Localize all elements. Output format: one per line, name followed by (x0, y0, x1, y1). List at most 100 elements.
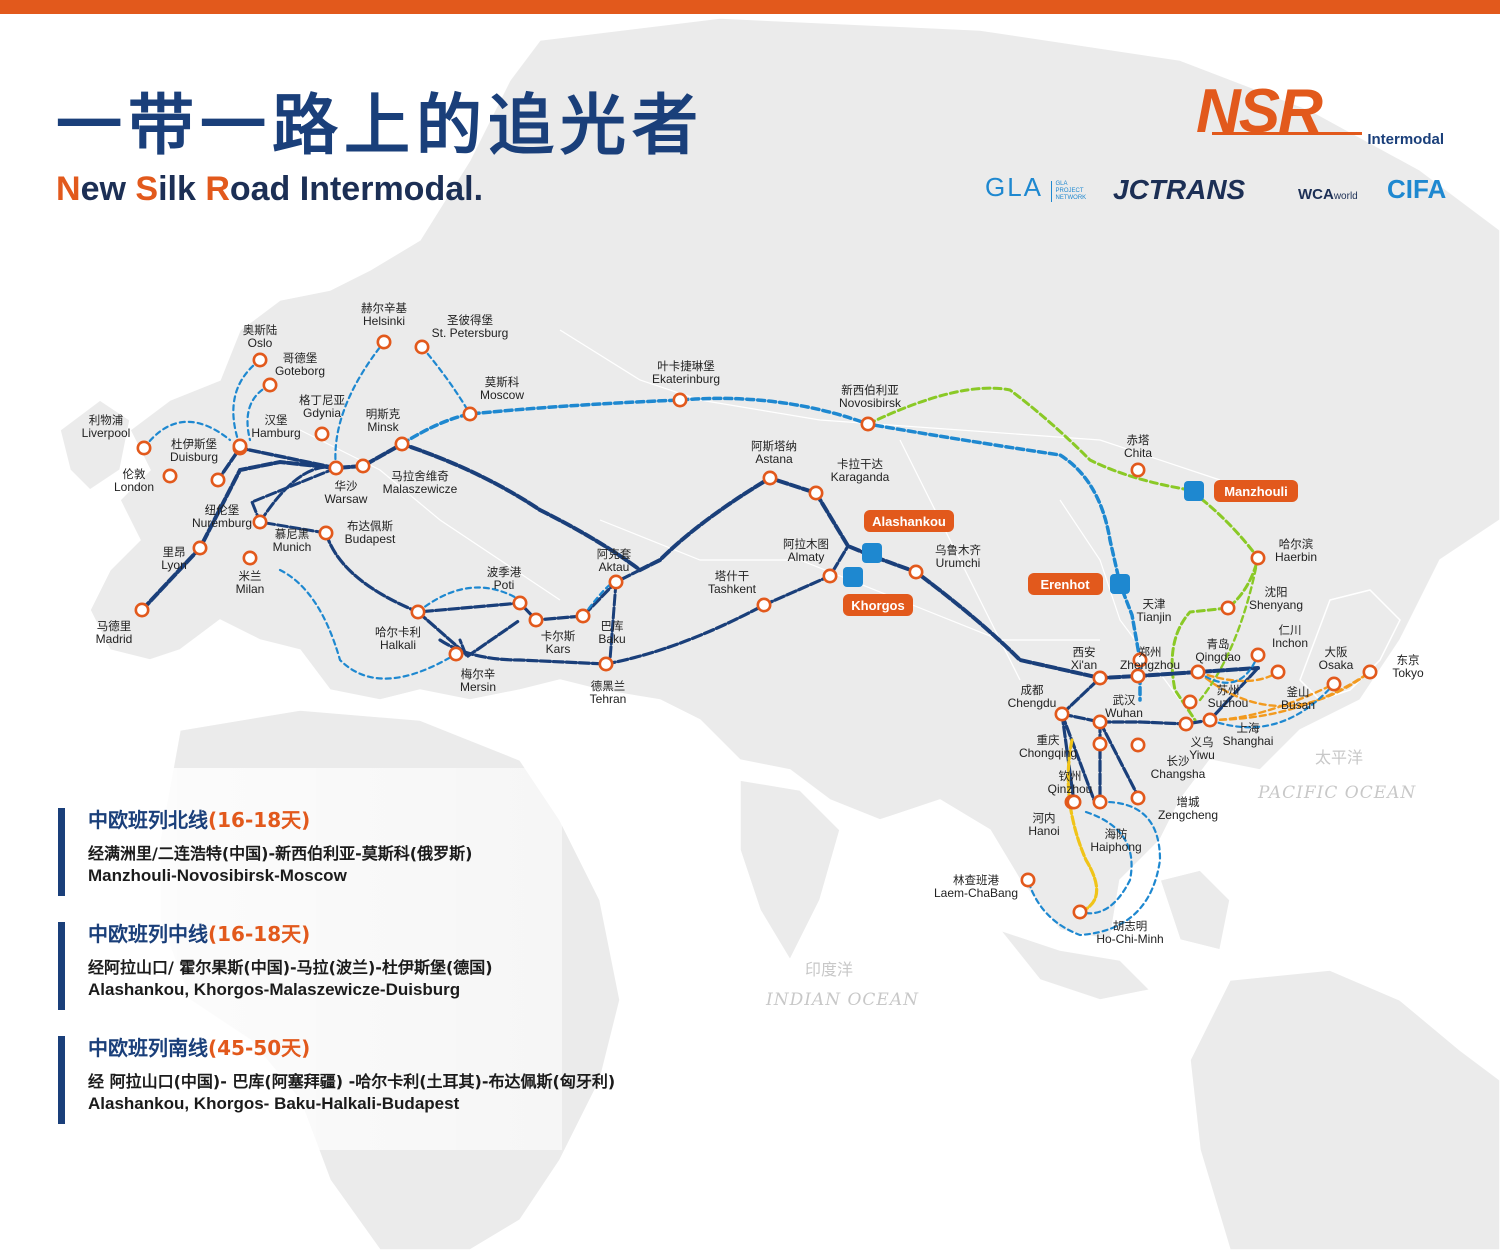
city-label-en: Urumchi (936, 556, 981, 570)
city-label-cn: 赫尔辛基 (361, 301, 407, 315)
nsr-logo: NSR Intermodal (1196, 78, 1444, 148)
city-label-en: Tashkent (708, 582, 757, 596)
city-label-en: Astana (755, 452, 793, 466)
city-label-en: Qinzhou (1048, 782, 1093, 796)
route-legend: 中欧班列北线(16-18天) 经满洲里/二连浩特(中国)-新西伯利亚-莫斯科(俄… (42, 768, 615, 1150)
city-label-cn: 武汉 (1113, 693, 1136, 707)
city-label-cn: 西安 (1073, 645, 1096, 659)
city-label-en: Qingdao (1195, 650, 1241, 664)
city-node (1178, 716, 1194, 732)
city-label-en: Suzhou (1208, 696, 1249, 710)
city-node (672, 392, 688, 408)
city-label-cn: 乌鲁木齐 (935, 543, 981, 557)
city-label-en: Oslo (248, 336, 273, 350)
city-label-en: London (114, 480, 154, 494)
city-label-cn: 仁川 (1279, 623, 1302, 637)
city-label-en: Shenyang (1249, 598, 1303, 612)
city-label-cn: 钦州 (1059, 769, 1082, 783)
city-label-cn: 波季港 (487, 565, 522, 579)
city-label-cn: 胡志明 (1113, 919, 1148, 933)
city-node (762, 470, 778, 486)
city-label-en: Malaszewicze (383, 482, 458, 496)
city-label-cn: 米兰 (239, 569, 262, 583)
city-label-cn: 明斯克 (366, 407, 401, 421)
city-node (512, 595, 528, 611)
city-label-en: Liverpool (82, 426, 131, 440)
city-label-cn: 格丁尼亚 (299, 393, 345, 407)
city-node (1130, 668, 1146, 684)
city-node (1092, 736, 1108, 752)
city-node (808, 485, 824, 501)
city-label-en: Madrid (96, 632, 133, 646)
city-label-cn: 马拉舍维奇 (391, 469, 449, 483)
city-node (136, 440, 152, 456)
city-label-cn: 新西伯利亚 (841, 383, 899, 397)
city-label-cn: 大阪 (1325, 645, 1348, 659)
city-label-en: Haiphong (1090, 840, 1141, 854)
city-label-en: Inchon (1272, 636, 1308, 650)
city-label-en: Budapest (345, 532, 396, 546)
city-label-en: Ekaterinburg (652, 372, 720, 386)
city-label-en: Haerbin (1275, 550, 1317, 564)
city-label-en: Busan (1281, 698, 1315, 712)
city-node (262, 377, 278, 393)
city-label-cn: 东京 (1397, 653, 1420, 667)
city-label-cn: 利物浦 (89, 413, 124, 427)
city-label-cn: 汉堡 (265, 413, 288, 427)
city-label-en: Xi'an (1071, 658, 1097, 672)
city-label-cn: 阿拉木图 (783, 537, 829, 551)
city-label-en: Zhengzhou (1120, 658, 1180, 672)
city-label-cn: 天津 (1143, 597, 1166, 611)
city-label-en: Moscow (480, 388, 524, 402)
city-node (1066, 794, 1082, 810)
city-label-cn: 阿克套 (597, 547, 632, 561)
city-node (1020, 872, 1036, 888)
svg-text:NSR: NSR (1196, 78, 1323, 146)
city-node (1250, 647, 1266, 663)
city-label-en: Minsk (367, 420, 399, 434)
city-label-en: Karaganda (831, 470, 890, 484)
svg-text:Intermodal: Intermodal (1367, 131, 1444, 148)
khorgos-tag: Khorgos (851, 598, 904, 613)
jctrans-logo: JCTRANS (1113, 174, 1246, 205)
city-label-cn: 纽伦堡 (205, 503, 240, 517)
city-node (1072, 904, 1088, 920)
city-node (210, 472, 226, 488)
city-label-en: Chengdu (1008, 696, 1057, 710)
city-node (376, 334, 392, 350)
city-label-cn: 里昂 (163, 545, 186, 559)
city-label-en: Hamburg (251, 426, 300, 440)
city-label-en: Tianjin (1137, 610, 1172, 624)
city-node (1270, 664, 1286, 680)
city-node (232, 438, 248, 454)
city-node (328, 460, 344, 476)
city-label-cn: 华沙 (335, 479, 358, 493)
city-node (1182, 694, 1198, 710)
city-node (410, 604, 426, 620)
city-node (1220, 600, 1236, 616)
city-label-cn: 奥斯陆 (243, 323, 278, 337)
